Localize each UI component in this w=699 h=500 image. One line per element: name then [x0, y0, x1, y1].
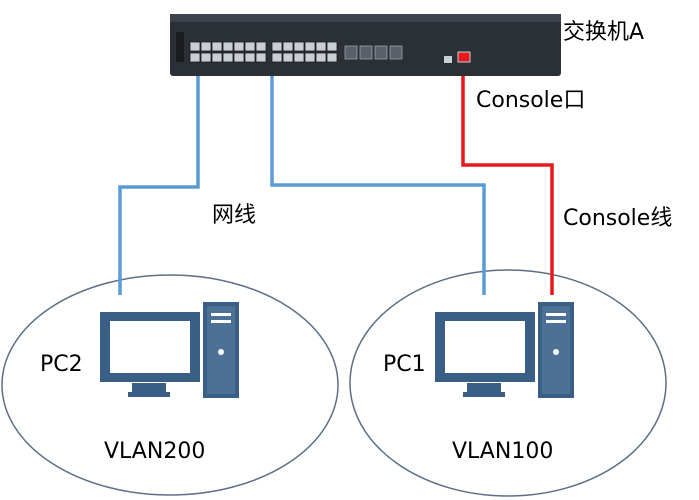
vlan100-label: VLAN100	[452, 439, 553, 464]
switch-usb-port	[444, 56, 452, 63]
vlan100-ellipse	[349, 269, 667, 497]
network-cables	[118, 75, 486, 295]
console-port-label: Console口	[476, 88, 585, 113]
pc1-label: PC1	[383, 352, 426, 377]
pc2-computer-icon	[100, 302, 239, 398]
vlan200-ellipse	[1, 274, 339, 496]
switch-a	[170, 14, 561, 76]
switch-port-block-1	[189, 41, 267, 63]
switch-console-port	[457, 51, 471, 63]
switch-port-block-2	[271, 41, 338, 63]
network-cable-pc2	[118, 75, 200, 295]
console-cable	[461, 73, 554, 295]
vlan200-label: VLAN200	[104, 439, 205, 464]
pc1-computer-icon	[435, 302, 574, 398]
switch-sfp-ports	[344, 45, 403, 60]
network-cable-label: 网线	[212, 203, 256, 228]
pc2-label: PC2	[40, 352, 83, 377]
console-cable-label: Console线	[563, 206, 672, 231]
switch-label: 交换机A	[563, 20, 644, 45]
network-cable-pc1	[270, 75, 486, 295]
